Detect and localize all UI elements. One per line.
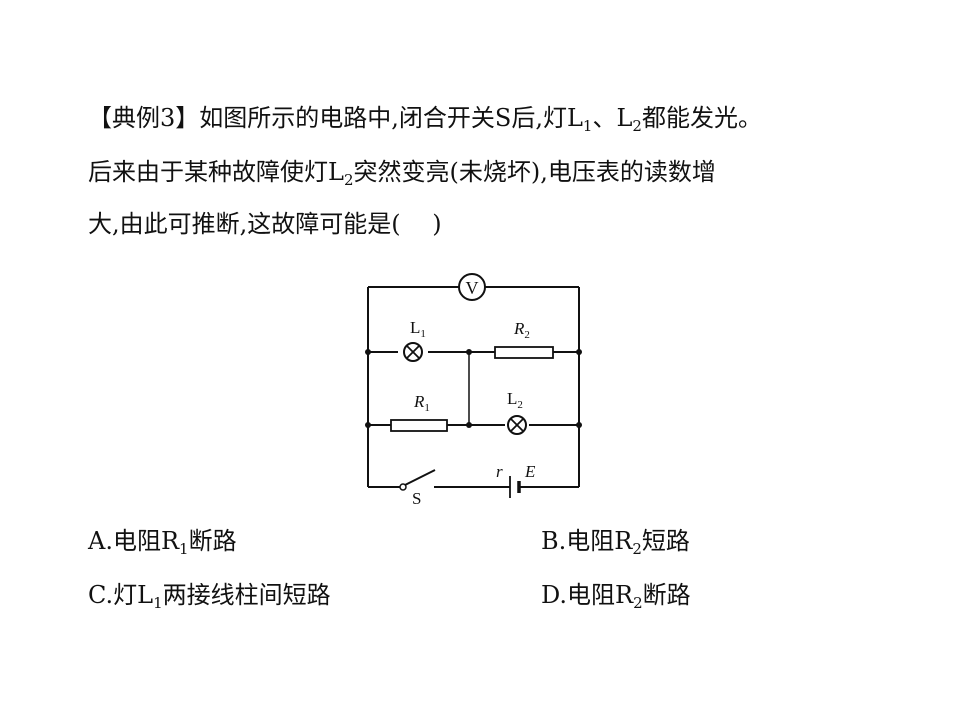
emf-label: E [524,462,536,481]
option-d[interactable]: D.电阻R2断路 [541,581,691,612]
battery-icon [509,476,521,498]
option-b[interactable]: B.电阻R2短路 [541,527,690,558]
resistor-r1-icon [390,419,448,432]
circuit-diagram: V L1 R2 R1 L2 S r E [365,273,582,508]
voltmeter-label: V [466,278,479,298]
resistor-r2-label: R2 [513,319,530,341]
switch-pivot-icon [399,483,407,491]
question-line-1: 【典例3】如图所示的电路中,闭合开关S后,灯L1、L2都能发光。 [88,104,762,135]
example-tag: 【典例3】 [88,104,200,132]
resistor-r2-icon [494,346,554,359]
lamp-l2-label: L2 [507,389,523,411]
option-a[interactable]: A.电阻R1断路 [88,527,237,558]
question-line-3: 大,由此可推断,这故障可能是( ) [88,210,442,238]
junction-dots [365,349,582,428]
voltmeter-icon [458,273,486,301]
lamp-l1-icon [403,342,423,362]
lamp-l2-icon [507,415,527,435]
lamp-l1-label: L1 [410,318,426,340]
switch-label: S [412,489,421,508]
option-c[interactable]: C.灯L1两接线柱间短路 [88,581,331,612]
resistor-r1-label: R1 [413,392,430,414]
internal-resistance-label: r [496,462,503,481]
question-line-2: 后来由于某种故障使灯L2突然变亮(未烧坏),电压表的读数增 [88,158,716,189]
switch-blade [404,469,436,486]
